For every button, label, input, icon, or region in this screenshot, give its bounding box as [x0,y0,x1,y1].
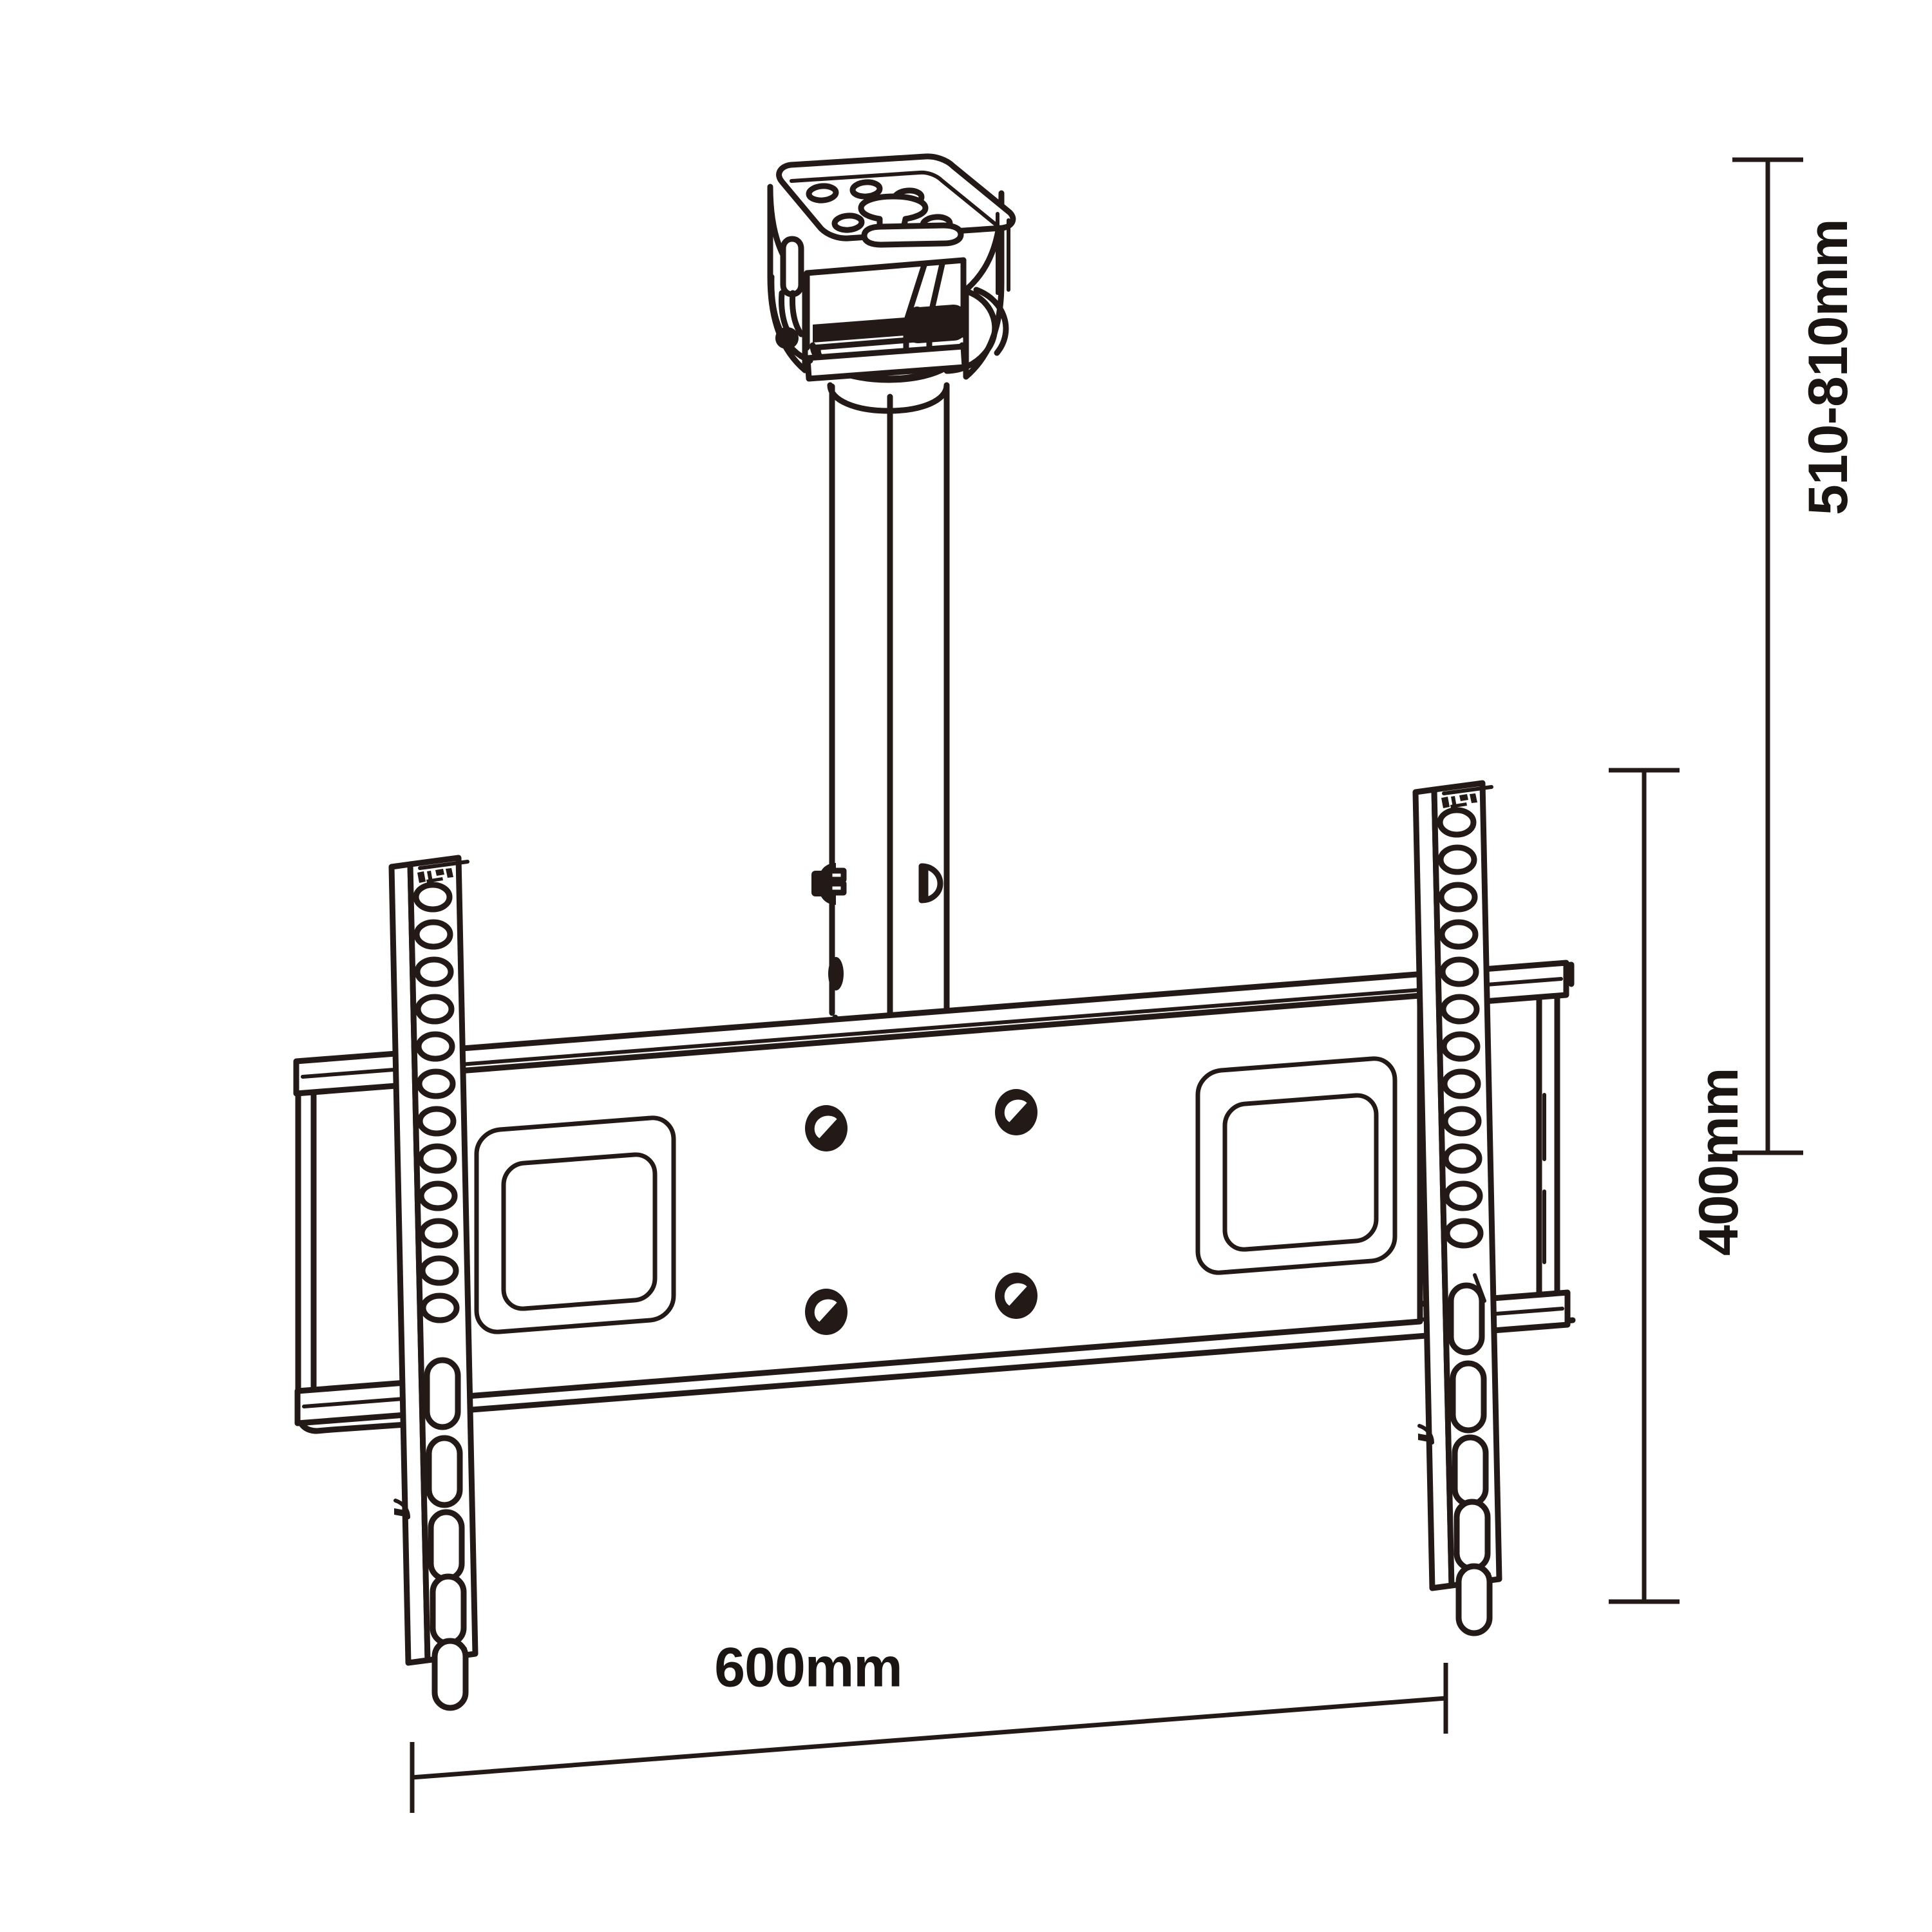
rail-marking-left [417,868,453,883]
rail-marking-right [1441,793,1477,808]
vesa-bolt-head [805,1105,848,1151]
vesa-bolt-head [805,1289,848,1335]
vesa-center-plate [448,992,1423,1401]
pole-lock-bolt-left [811,863,847,905]
tv-mounting-bracket [293,780,1576,1708]
vertical-rail-right [1412,780,1502,1633]
dimension-line-drop-height [1732,157,1803,1155]
pivot-bolt [906,305,966,343]
dimension-label-bracket-height: 400mm [1688,1068,1750,1256]
vesa-bolt-head [995,1089,1037,1135]
dimension-line-bracket-height [1609,768,1680,1604]
dimension-line-bracket-width [410,1663,1448,1813]
vesa-bolt-head [995,1273,1037,1319]
dimension-label-bracket-width: 600mm [714,1636,902,1699]
vertical-rail-left [388,855,478,1708]
dimension-label-drop-height: 510-810mm [1797,219,1859,515]
ceiling-mounting-plate [767,153,1016,383]
pole-lock-bolt-right [918,863,943,904]
